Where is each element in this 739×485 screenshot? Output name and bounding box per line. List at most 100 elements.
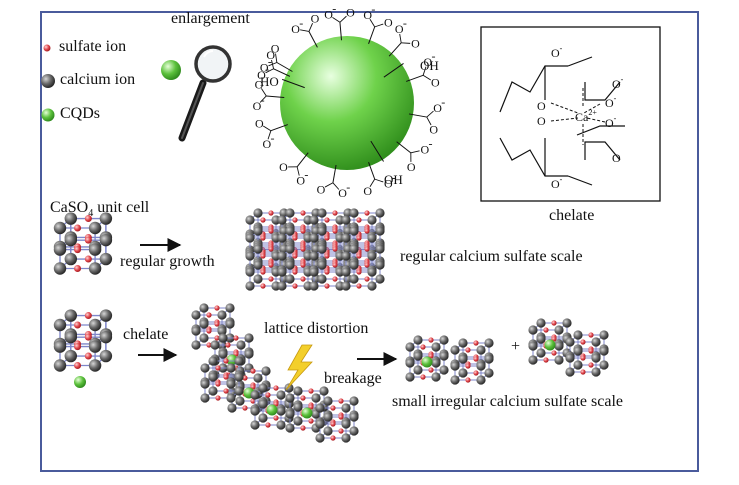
calcium-ion xyxy=(236,340,246,350)
svg-text:O: O xyxy=(433,101,442,115)
calcium-ion xyxy=(199,319,209,329)
calcium-ion xyxy=(431,358,441,368)
calcium-ion xyxy=(367,233,377,243)
calcium-ion xyxy=(317,244,327,254)
calcium-ion xyxy=(285,226,295,236)
ho-label: HO xyxy=(260,74,279,89)
calcium-ion xyxy=(367,267,377,277)
calcium-ion xyxy=(599,346,609,356)
sulfate-ion xyxy=(214,321,220,327)
sulfate-ion xyxy=(292,269,298,275)
sulfate-ion xyxy=(84,236,92,244)
calcium-ion xyxy=(284,383,294,393)
legend-cqds-label: CQDs xyxy=(60,105,101,122)
svg-text:O-: O- xyxy=(551,175,563,191)
o-bottom-left: O xyxy=(551,177,560,191)
calcium-ion xyxy=(311,393,321,403)
sulfate-ion xyxy=(206,312,212,318)
sulfate-ion xyxy=(214,305,220,311)
sulfate-ion xyxy=(223,358,229,364)
sulfate-ion xyxy=(300,228,306,234)
cqd-in-lattice xyxy=(544,339,556,351)
calcium-ion xyxy=(235,396,245,406)
svg-text:O: O xyxy=(271,42,280,56)
o-mid-right: O xyxy=(605,96,614,110)
breakage-label: breakage xyxy=(324,370,382,387)
legend xyxy=(41,44,55,122)
calcium-ion xyxy=(276,420,286,430)
cqd-row2-icon xyxy=(74,376,86,388)
o-mid-left-2: O xyxy=(537,114,546,128)
calcium-ion xyxy=(450,345,460,355)
o-bottom-right: O xyxy=(612,151,621,165)
svg-text:O: O xyxy=(431,76,440,90)
calcium-ion xyxy=(253,274,263,284)
calcium-ion xyxy=(53,243,67,256)
o-bottom-left-charge: - xyxy=(560,175,563,184)
sulfate-ion xyxy=(324,269,330,275)
sulfate-ion xyxy=(364,262,370,268)
calcium-ion xyxy=(349,244,359,254)
sulfate-ion xyxy=(473,356,479,362)
calcium-ion xyxy=(64,330,78,344)
calcium-ion xyxy=(88,340,102,353)
sulfate-ion xyxy=(273,415,279,421)
calcium-ion xyxy=(405,358,415,368)
calcium-ion xyxy=(217,326,227,336)
cqd-sphere xyxy=(280,36,414,170)
calcium-ion xyxy=(245,215,255,225)
calcium-ion xyxy=(599,360,609,370)
sulfate-ion xyxy=(242,405,248,411)
svg-text:-: - xyxy=(268,55,272,69)
svg-text:Ca2+: Ca2+ xyxy=(575,108,597,124)
calcium-ion xyxy=(234,372,244,382)
calcium-ion xyxy=(528,341,538,351)
calcium-ion xyxy=(536,318,546,328)
svg-text:O: O xyxy=(384,15,393,29)
calcium-ion xyxy=(64,233,78,247)
calcium-ion xyxy=(323,412,333,422)
calcium-ion xyxy=(88,221,102,235)
calcium-ion xyxy=(484,338,494,348)
sulfate-ion xyxy=(215,365,221,371)
calcium-ion xyxy=(191,326,201,336)
calcium-ion xyxy=(199,333,209,343)
svg-text:O: O xyxy=(253,99,262,113)
calcium-ion xyxy=(315,419,325,429)
chain-lower-carboxyl xyxy=(567,175,593,186)
sulfate-ion xyxy=(551,320,557,326)
enlargement-label: enlargement xyxy=(171,10,250,27)
calcium-ion xyxy=(210,340,220,350)
calcium-ion xyxy=(88,243,102,256)
calcium-ion xyxy=(554,341,564,351)
o-top-right: O xyxy=(612,77,621,91)
sulfate-ion xyxy=(84,215,92,223)
sulfate-ion xyxy=(324,253,330,259)
carboxylate-group: OO- xyxy=(407,137,433,174)
calcium-ion xyxy=(367,281,377,291)
calcium-ion xyxy=(277,251,287,261)
sulfate-ion xyxy=(473,340,479,346)
calcium-ion xyxy=(245,251,255,261)
calcium-ion-icon xyxy=(41,74,55,88)
calcium-ion xyxy=(64,212,78,225)
calcium-ion xyxy=(208,356,218,366)
calcium-ion xyxy=(349,396,359,406)
sulfate-ion xyxy=(260,269,266,275)
calcium-ion xyxy=(484,368,494,378)
svg-text:O: O xyxy=(420,143,429,157)
calcium-ion xyxy=(323,396,333,406)
svg-text:O: O xyxy=(411,37,420,51)
calcium-ion xyxy=(341,403,351,413)
svg-text:O-: O- xyxy=(605,114,617,130)
calcium-ion xyxy=(253,208,263,218)
calcium-ion xyxy=(413,351,423,361)
calcium-ion xyxy=(413,365,423,375)
calcium-ion xyxy=(349,274,359,284)
svg-text:O: O xyxy=(255,116,264,130)
chain-upper-right xyxy=(584,81,621,101)
calcium-ion xyxy=(439,365,449,375)
calcium-ion xyxy=(99,212,113,225)
sulfate-ion xyxy=(580,339,586,345)
calcium-ion xyxy=(439,351,449,361)
